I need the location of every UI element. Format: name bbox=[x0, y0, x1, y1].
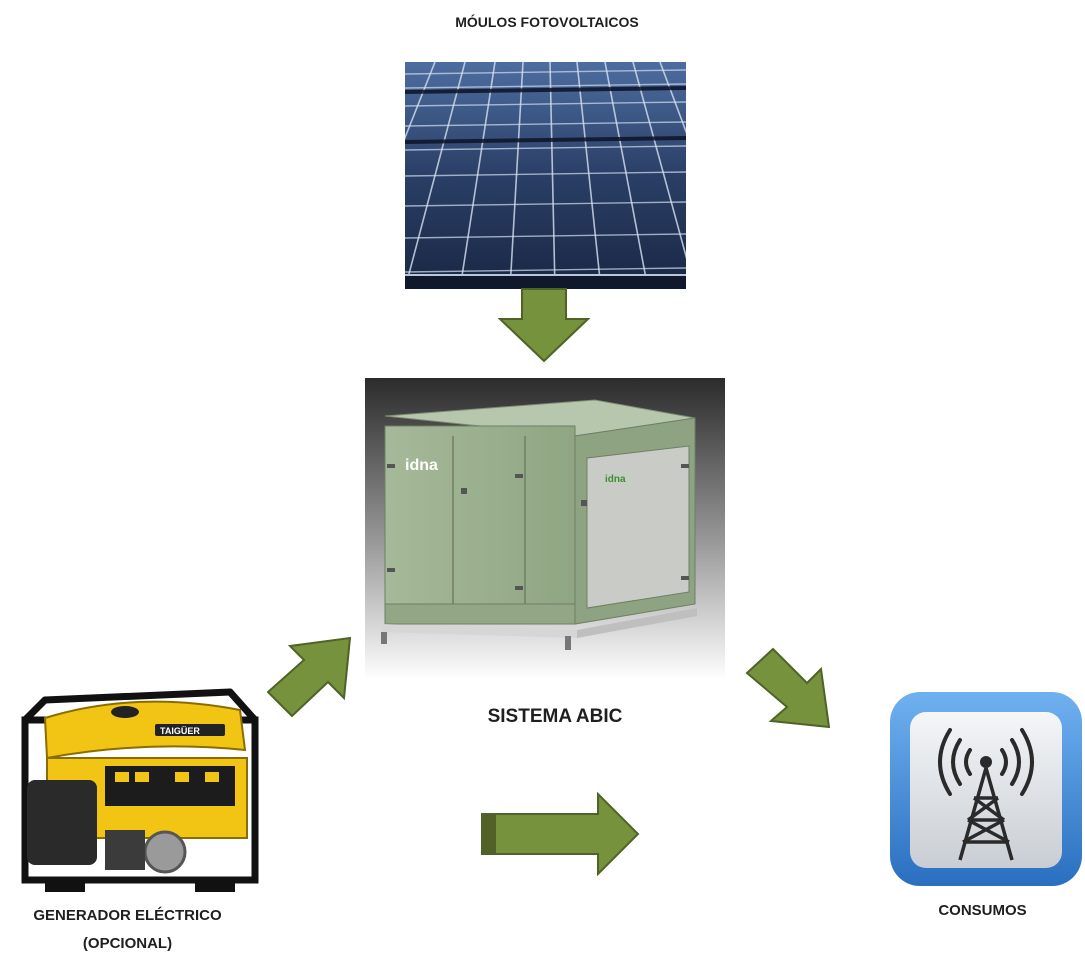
generator-image: TAIGÜER bbox=[5, 680, 267, 900]
arrow-pv-to-abic bbox=[498, 287, 590, 363]
antenna-tower-icon bbox=[888, 688, 1084, 890]
arrow-generator-to-consumption bbox=[478, 790, 641, 878]
abic-cabinet-image: idna idna bbox=[365, 378, 725, 680]
pv-label: MÓULOS FOTOVOLTAICOS bbox=[455, 14, 639, 30]
solar-panel-image bbox=[405, 62, 686, 289]
generator-label: GENERADOR ELÉCTRICO (OPCIONAL) bbox=[0, 902, 255, 958]
abic-label: SISTEMA ABIC bbox=[487, 706, 623, 727]
idna-logo-front: idna bbox=[405, 457, 438, 474]
idna-logo-side: idna bbox=[605, 474, 626, 485]
arrow-abic-to-consumption bbox=[745, 645, 835, 730]
generator-label-line1: GENERADOR ELÉCTRICO bbox=[33, 907, 222, 924]
consumption-label: CONSUMOS bbox=[938, 902, 1027, 919]
generator-label-line2: (OPCIONAL) bbox=[82, 935, 173, 952]
generator-brand: TAIGÜER bbox=[160, 726, 200, 736]
arrow-generator-to-abic bbox=[262, 634, 354, 718]
